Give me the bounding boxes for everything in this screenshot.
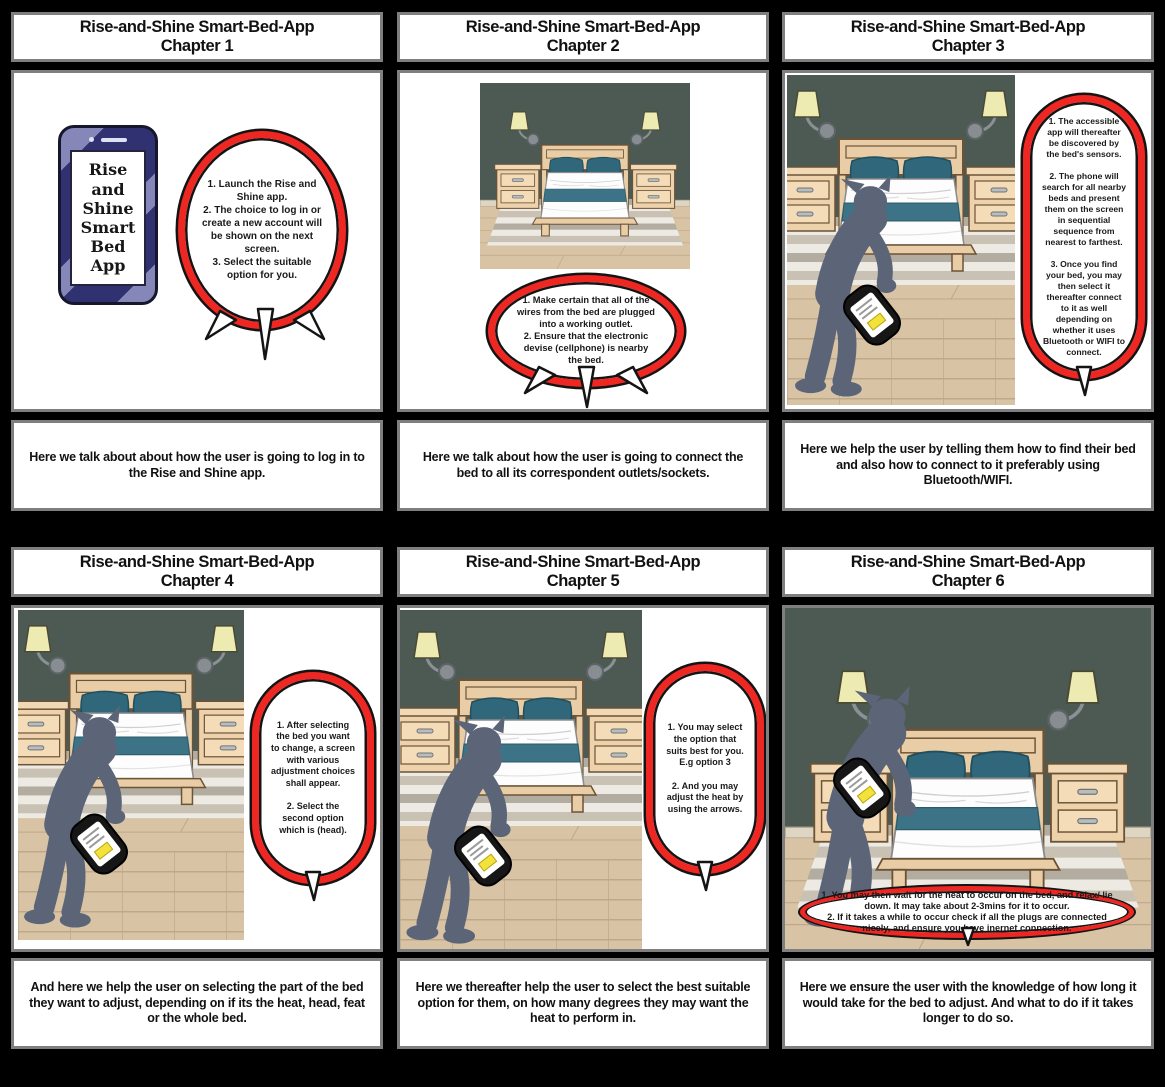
speech-bubble-tail-icon xyxy=(696,860,714,892)
speech-bubble: 1. Launch the Rise and Shine app. 2. The… xyxy=(178,131,346,329)
caption-text: And here we help the user on selecting t… xyxy=(29,980,365,1026)
bubble-text: 1. You may select the option that suits … xyxy=(666,722,744,815)
illustration-frame: 1. Make certain that all of the wires fr… xyxy=(397,70,769,412)
illustration-frame: 1. The accessible app will thereafter be… xyxy=(782,70,1154,412)
storyboard-title: Rise-and-Shine Smart-Bed-App xyxy=(850,553,1086,572)
caption-text: Here we thereafter help the user to sele… xyxy=(415,980,751,1026)
bubble-text: 1. The accessible app will thereafter be… xyxy=(1041,116,1127,357)
chapter-label: Chapter 1 xyxy=(160,37,234,55)
bedroom-scene xyxy=(480,83,690,269)
speech-bubble: 1. After selecting the bed you want to c… xyxy=(252,672,374,884)
speech-bubble: 1. You may select the option that suits … xyxy=(646,664,764,874)
person-silhouette xyxy=(787,173,921,405)
speech-bubble-tail-icon xyxy=(304,870,322,902)
bedroom-scene xyxy=(785,608,1151,949)
bubble-text: 1. After selecting the bed you want to c… xyxy=(270,719,356,835)
bubble-text: 1. You may then wait for the heat to occ… xyxy=(821,889,1113,934)
bedroom-scene xyxy=(787,75,1015,405)
storyboard-title: Rise-and-Shine Smart-Bed-App xyxy=(465,553,701,572)
speech-bubble-tail-icon xyxy=(1075,365,1093,397)
phone-screen-text: Rise and Shine Smart Bed App xyxy=(80,160,136,276)
highlighted-option xyxy=(856,785,877,804)
speech-bubble-tail-icon xyxy=(960,926,976,947)
chapter-label: Chapter 5 xyxy=(546,572,620,590)
title-box: Rise-and-Shine Smart-Bed-App Chapter 4 xyxy=(11,547,383,597)
caption-box: Here we help the user by telling them ho… xyxy=(782,420,1154,511)
bubble-text: 1. Launch the Rise and Shine app. 2. The… xyxy=(201,179,323,281)
storyboard-title: Rise-and-Shine Smart-Bed-App xyxy=(850,18,1086,37)
title-box: Rise-and-Shine Smart-Bed-App Chapter 6 xyxy=(782,547,1154,597)
phone-screen: Rise and Shine Smart Bed App xyxy=(70,150,146,286)
bedroom-scene xyxy=(18,610,244,940)
chapter-label: Chapter 6 xyxy=(931,572,1005,590)
illustration-frame: 1. You may select the option that suits … xyxy=(397,605,769,952)
storyboard-title: Rise-and-Shine Smart-Bed-App xyxy=(79,18,315,37)
bubble-text: 1. Make certain that all of the wires fr… xyxy=(517,295,655,365)
phone-speaker-icon xyxy=(101,138,127,142)
caption-text: Here we ensure the user with the knowled… xyxy=(799,980,1137,1026)
caption-box: Here we talk about about how the user is… xyxy=(11,420,383,511)
speech-bubble: 1. You may then wait for the heat to occ… xyxy=(800,886,1134,938)
storyboard-title: Rise-and-Shine Smart-Bed-App xyxy=(465,18,701,37)
chapter-label: Chapter 4 xyxy=(160,572,234,590)
highlighted-option xyxy=(477,853,498,872)
speech-bubble-tail-icon xyxy=(523,365,649,409)
caption-box: And here we help the user on selecting t… xyxy=(11,958,383,1049)
chapter-label: Chapter 2 xyxy=(546,37,620,55)
caption-text: Here we help the user by telling them ho… xyxy=(800,442,1136,488)
title-box: Rise-and-Shine Smart-Bed-App Chapter 3 xyxy=(782,12,1154,62)
title-box: Rise-and-Shine Smart-Bed-App Chapter 2 xyxy=(397,12,769,62)
caption-text: Here we talk about how the user is going… xyxy=(422,449,744,480)
highlighted-option xyxy=(866,312,887,331)
phone-camera-icon xyxy=(89,137,94,142)
caption-text: Here we talk about about how the user is… xyxy=(29,449,365,480)
title-box: Rise-and-Shine Smart-Bed-App Chapter 1 xyxy=(11,12,383,62)
illustration-frame: 1. After selecting the bed you want to c… xyxy=(11,605,383,952)
speech-bubble: 1. The accessible app will thereafter be… xyxy=(1023,95,1145,379)
title-box: Rise-and-Shine Smart-Bed-App Chapter 5 xyxy=(397,547,769,597)
bedroom-scene xyxy=(400,610,642,949)
illustration-frame: Rise and Shine Smart Bed App 1. Launch t… xyxy=(11,70,383,412)
storyboard-title: Rise-and-Shine Smart-Bed-App xyxy=(79,553,315,572)
illustration-frame: 1. You may then wait for the heat to occ… xyxy=(782,605,1154,952)
speech-bubble-tail-icon xyxy=(204,307,326,361)
caption-box: Here we talk about how the user is going… xyxy=(397,420,769,511)
chapter-label: Chapter 3 xyxy=(931,37,1005,55)
caption-box: Here we ensure the user with the knowled… xyxy=(782,958,1154,1049)
wall xyxy=(785,608,1151,622)
caption-box: Here we thereafter help the user to sele… xyxy=(397,958,769,1049)
smartphone-illustration: Rise and Shine Smart Bed App xyxy=(58,125,158,305)
highlighted-option xyxy=(93,841,114,860)
